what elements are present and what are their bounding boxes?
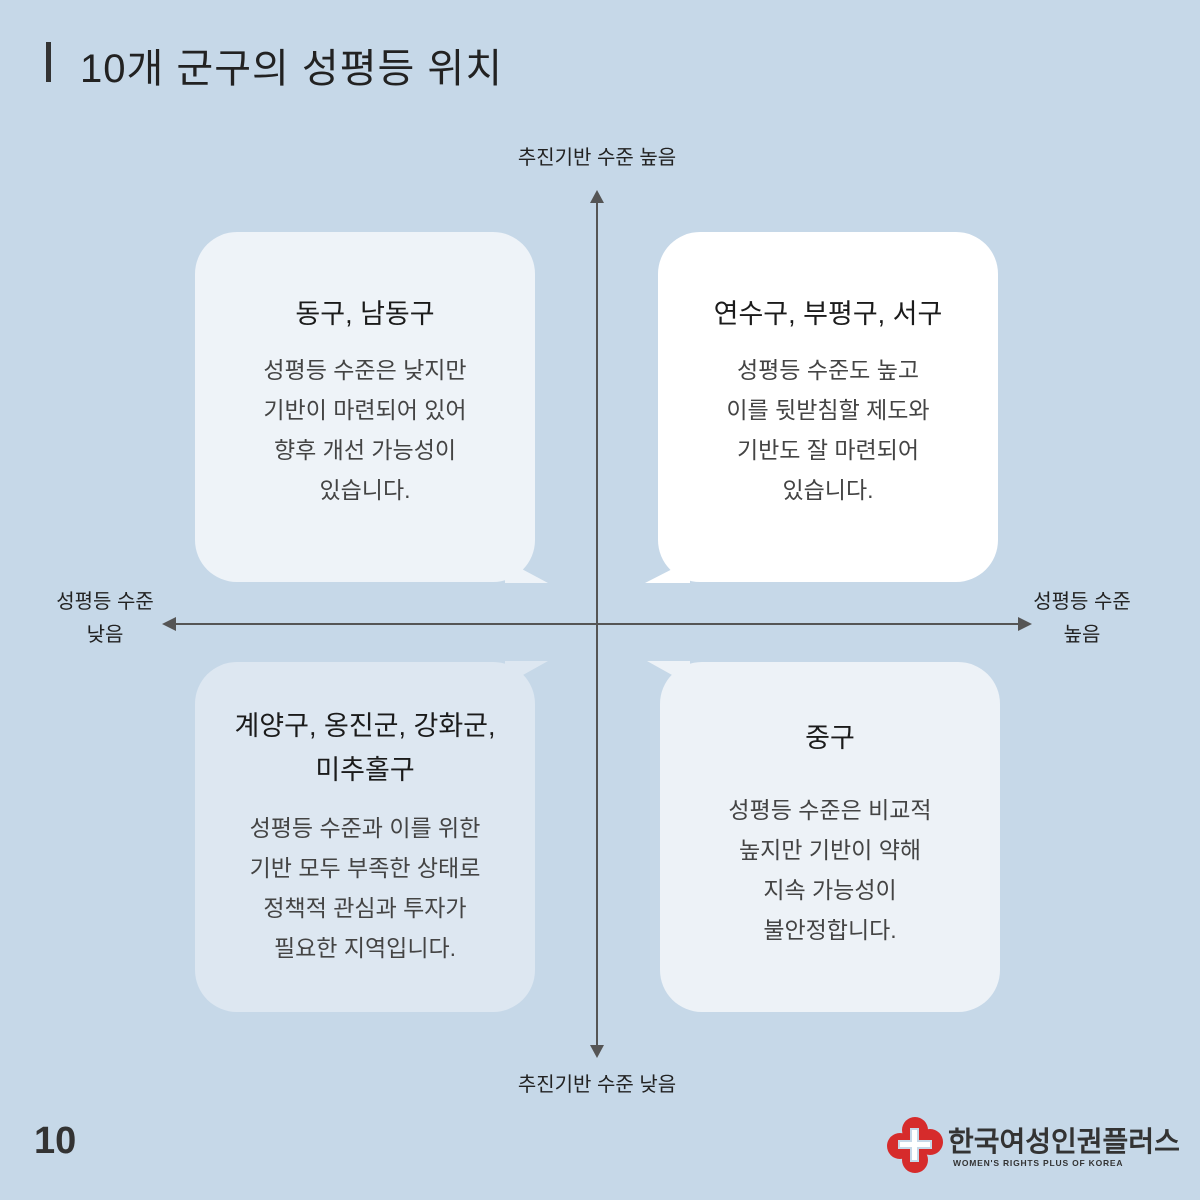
arrow-up-icon [590, 190, 604, 203]
page-title: 10개 군구의 성평등 위치 [80, 47, 504, 91]
arrow-down-icon [590, 1045, 604, 1058]
quadrant-text-line: 성평등 수준과 이를 위한 [249, 815, 481, 841]
arrow-right-icon [1018, 617, 1032, 631]
axis-label-right-line: 성평등 수준 [1033, 591, 1131, 613]
quadrant-title: 중구 [805, 723, 855, 753]
organization-name: 한국여성인권플러스 [948, 1126, 1180, 1157]
quadrant-text-line: 기반 모두 부족한 상태로 [249, 855, 481, 881]
quadrant-text-line: 필요한 지역입니다. [273, 935, 457, 961]
quadrant-title: 미추홀구 [315, 755, 415, 785]
quadrant-text-line: 높지만 기반이 약해 [738, 837, 922, 863]
quadrant-text-line: 있습니다. [782, 477, 874, 503]
arrow-left-icon [162, 617, 176, 631]
quadrant-bottom-right: 중구 성평등 수준은 비교적 높지만 기반이 약해 지속 가능성이 불안정합니다… [660, 662, 1000, 1012]
axis-label-right: 성평등 수준 높음 [1017, 586, 1147, 652]
organization-subtitle: WOMEN'S RIGHTS PLUS OF KOREA [953, 1158, 1124, 1168]
quadrant-title: 계양구, 옹진군, 강화군, [234, 711, 496, 741]
quadrant-text-line: 성평등 수준은 낮지만 [263, 357, 467, 383]
quadrant-top-right: 연수구, 부평구, 서구 성평등 수준도 높고 이를 뒷받침할 제도와 기반도 … [658, 232, 998, 582]
axis-label-left-line: 낮음 [86, 624, 124, 646]
quadrant-text-line: 불안정합니다. [763, 917, 897, 943]
quadrant-text-line: 이를 뒷받침할 제도와 [726, 397, 930, 423]
quadrant-text-line: 기반이 마련되어 있어 [263, 397, 467, 423]
axis-label-top: 추진기반 수준 높음 [517, 147, 677, 169]
quadrant-text-line: 있습니다. [319, 477, 411, 503]
quadrant-text-line: 정책적 관심과 투자가 [263, 895, 467, 921]
axis-label-right-line: 높음 [1063, 624, 1101, 646]
quadrant-top-left: 동구, 남동구 성평등 수준은 낮지만 기반이 마련되어 있어 향후 개선 가능… [195, 232, 535, 582]
quadrant-text-line: 지속 가능성이 [763, 877, 897, 903]
quadrant-bottom-left: 계양구, 옹진군, 강화군, 미추홀구 성평등 수준과 이를 위한 기반 모두 … [195, 662, 535, 1012]
axis-label-left: 성평등 수준 낮음 [40, 586, 170, 652]
quadrant-text-line: 향후 개선 가능성이 [273, 437, 457, 463]
quadrant-title: 동구, 남동구 [295, 299, 435, 329]
quadrant-title: 연수구, 부평구, 서구 [713, 299, 943, 329]
quadrant-text-line: 성평등 수준은 비교적 [728, 797, 932, 823]
organization-logo-icon [887, 1117, 943, 1173]
axis-label-left-line: 성평등 수준 [56, 591, 154, 613]
title-accent-bar [46, 42, 51, 82]
quadrant-text-line: 기반도 잘 마련되어 [736, 437, 920, 463]
page-number: 10 [34, 1120, 77, 1162]
axis-label-bottom: 추진기반 수준 낮음 [517, 1074, 677, 1096]
quadrant-text-line: 성평등 수준도 높고 [736, 357, 920, 383]
